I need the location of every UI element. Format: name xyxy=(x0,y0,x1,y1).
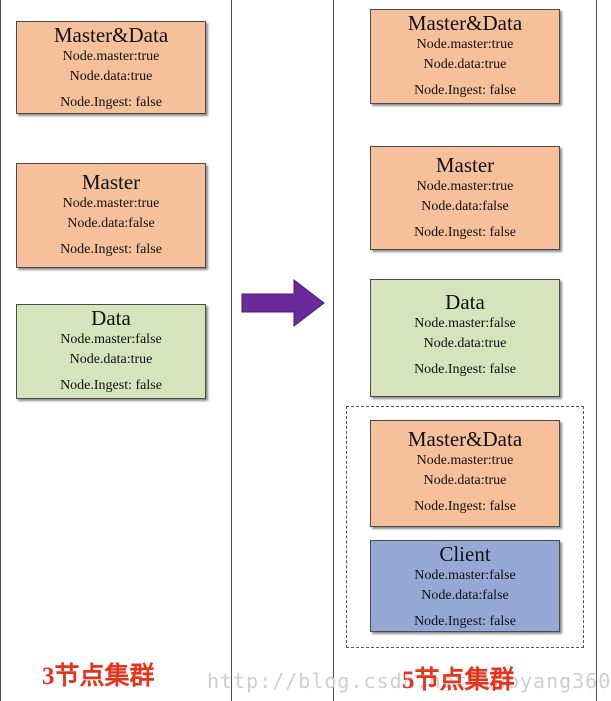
arrow-right-icon xyxy=(241,278,325,328)
node-ingest-flag: Node.Ingest: false xyxy=(414,225,516,240)
node-ingest-flag: Node.Ingest: false xyxy=(414,362,516,377)
node-master-flag: Node.master:true xyxy=(62,49,160,64)
node-title: Master&Data xyxy=(407,11,523,35)
node-data-flag: Node.data:true xyxy=(423,336,507,351)
node-data-flag: Node.data:true xyxy=(423,473,507,488)
node-master-flag: Node.master:true xyxy=(416,37,514,52)
left-node-master: Master Node.master:true Node.data:false … xyxy=(16,163,206,268)
node-ingest-flag: Node.Ingest: false xyxy=(60,378,162,393)
right-node-master-data: Master&Data Node.master:true Node.data:t… xyxy=(370,9,560,104)
node-ingest-flag: Node.Ingest: false xyxy=(414,614,516,629)
node-title: Data xyxy=(445,290,485,314)
right-node-master-data-2: Master&Data Node.master:true Node.data:t… xyxy=(370,420,560,527)
node-data-flag: Node.data:false xyxy=(421,199,509,214)
node-master-flag: Node.master:true xyxy=(62,196,160,211)
node-ingest-flag: Node.Ingest: false xyxy=(60,95,162,110)
node-data-flag: Node.data:true xyxy=(69,352,153,367)
node-ingest-flag: Node.Ingest: false xyxy=(414,83,516,98)
node-data-flag: Node.data:true xyxy=(69,69,153,84)
node-title: Data xyxy=(91,306,131,330)
right-node-data: Data Node.master:false Node.data:true No… xyxy=(370,279,560,397)
left-node-master-data: Master&Data Node.master:true Node.data:t… xyxy=(16,21,206,114)
node-title: Master xyxy=(81,170,141,194)
node-master-flag: Node.master:false xyxy=(414,568,516,583)
node-master-flag: Node.master:true xyxy=(416,453,514,468)
node-title: Master xyxy=(435,153,495,177)
node-master-flag: Node.master:false xyxy=(414,316,516,331)
new-nodes-dashed-group xyxy=(346,406,584,648)
node-ingest-flag: Node.Ingest: false xyxy=(60,242,162,257)
left-cluster-label: 3节点集群 xyxy=(42,663,155,690)
watermark-text: http://blog.csdn.net/laoyang360 xyxy=(207,669,611,693)
node-ingest-flag: Node.Ingest: false xyxy=(414,499,516,514)
node-master-flag: Node.master:true xyxy=(416,179,514,194)
node-master-flag: Node.master:false xyxy=(60,332,162,347)
node-data-flag: Node.data:false xyxy=(67,216,155,231)
right-cluster-label: 5节点集群 xyxy=(402,667,515,694)
node-title: Master&Data xyxy=(407,427,523,451)
right-node-master: Master Node.master:true Node.data:false … xyxy=(370,146,560,250)
node-title: Master&Data xyxy=(53,23,169,47)
node-data-flag: Node.data:false xyxy=(421,588,509,603)
right-node-client: Client Node.master:false Node.data:false… xyxy=(370,540,560,632)
node-title: Client xyxy=(439,542,491,566)
left-node-data: Data Node.master:false Node.data:true No… xyxy=(16,304,206,399)
node-data-flag: Node.data:true xyxy=(423,57,507,72)
